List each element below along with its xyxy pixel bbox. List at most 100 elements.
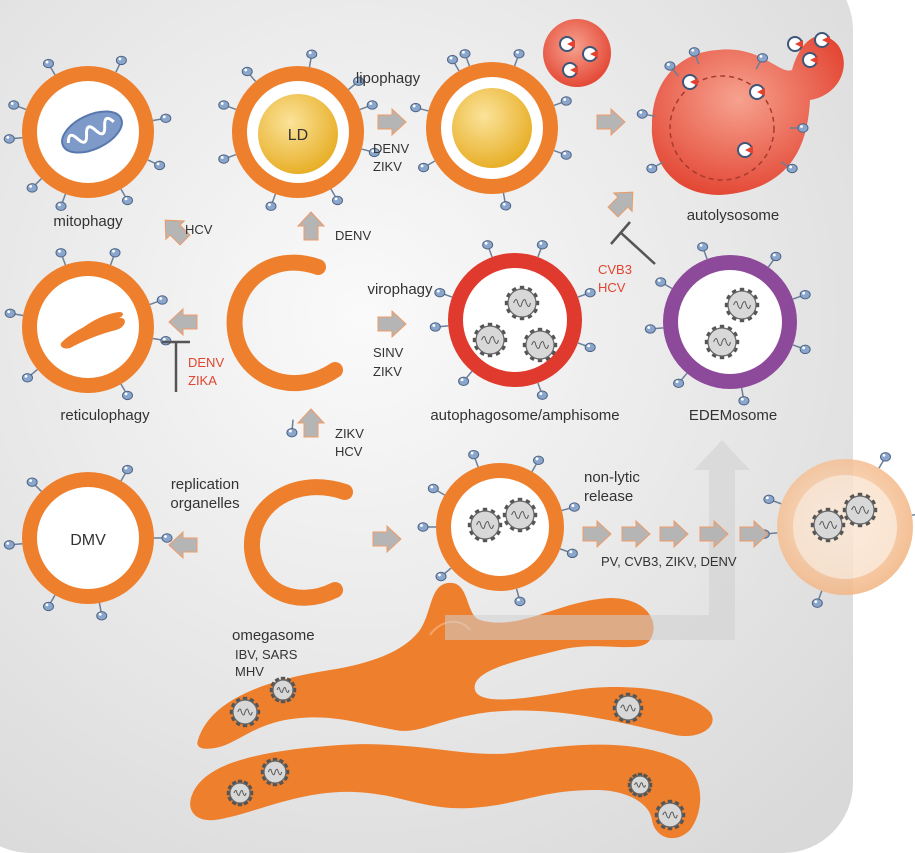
inhibition-reticulophagy: [162, 340, 190, 392]
lipid-droplet: [258, 94, 338, 174]
label-nonlytic-1: non-lytic: [584, 469, 640, 486]
amphisome: [448, 253, 582, 387]
receptor-icon: [43, 594, 56, 612]
receptor-icon: [265, 193, 277, 211]
receptor-icon: [8, 100, 27, 111]
label-autolysosome: autolysosome: [687, 207, 780, 224]
virus-particle-icon: [842, 492, 878, 528]
hydrolase-icon: [802, 52, 818, 68]
virus-virophagy-up: DENV: [335, 228, 371, 243]
receptor-icon: [664, 61, 679, 77]
receptor-icon: [500, 192, 512, 211]
virus-lipophagy-1: DENV: [373, 141, 409, 156]
label-edemosome: EDEMosome: [689, 407, 777, 424]
receptor-icon: [427, 483, 445, 496]
label-replication-2: organelles: [170, 495, 239, 512]
receptor-icon: [513, 49, 525, 67]
mitophagy-vesicle: [22, 66, 154, 198]
label-virophagy: virophagy: [367, 281, 433, 298]
receptor-icon: [152, 113, 172, 123]
virus-particle-icon: [269, 676, 297, 704]
reticulophagy-vesicle: [22, 261, 154, 393]
receptor-icon: [755, 53, 768, 70]
receptor-icon: [429, 322, 449, 332]
virus-particles: [226, 285, 878, 831]
receptor-icon: [218, 100, 237, 111]
receptor-icon: [26, 477, 42, 492]
receptor-icon: [447, 54, 460, 72]
receptor-icon: [4, 308, 24, 318]
receptor-icon: [792, 289, 811, 300]
receptor-icon: [688, 47, 700, 65]
receptor-icon: [644, 324, 664, 334]
hydrolase-icon: [749, 84, 765, 100]
receptor-icon: [514, 588, 526, 607]
receptor-icon: [410, 102, 429, 113]
receptor-icon: [636, 109, 656, 119]
receptor-icon: [767, 251, 782, 268]
virus-virophagy-2: ZIKV: [373, 364, 402, 379]
virus-particle-icon: [504, 285, 540, 321]
process-arrow: [168, 307, 198, 337]
receptor-icon: [738, 387, 750, 406]
receptors: [3, 47, 915, 621]
virus-particle-icon: [226, 779, 254, 807]
process-arrow: [168, 530, 198, 560]
hydrolase-icon: [787, 36, 803, 52]
receptor-icon: [646, 161, 664, 174]
hydrolase-icon: [582, 46, 598, 62]
virus-particle-icon: [654, 799, 686, 831]
receptor-icon: [55, 248, 67, 266]
virus-particle-icon: [472, 322, 508, 358]
receptor-icon: [531, 455, 544, 472]
process-arrow: [377, 107, 407, 137]
mitochondrion-icon: [61, 110, 123, 154]
label-autophagosome: autophagosome/amphisome: [430, 407, 619, 424]
receptor-icon: [536, 382, 548, 400]
label-lipophagy: lipophagy: [356, 70, 421, 87]
virus-particle-icon: [229, 696, 261, 728]
process-arrow: [699, 519, 729, 549]
receptor-icon: [878, 452, 891, 469]
edemosome-pathway-arrow: [445, 440, 750, 640]
process-arrow: [296, 211, 326, 241]
receptor-icon: [458, 370, 473, 386]
autolysosome: [651, 35, 844, 195]
receptor-icon: [147, 159, 166, 171]
receptor-icon: [790, 123, 809, 133]
virus-particle-icon: [502, 497, 538, 533]
receptor-icon: [792, 344, 811, 355]
label-replication-1: replication: [171, 476, 239, 493]
receptor-icon: [55, 193, 67, 211]
process-arrows: [164, 107, 769, 560]
receptor-icon: [468, 449, 480, 468]
process-arrow: [739, 519, 769, 549]
receptor-icon: [359, 100, 378, 111]
hydrolase-icon: [562, 62, 578, 78]
receptor-icon: [26, 178, 42, 193]
virus-particle-icon: [260, 757, 290, 787]
receptor-icon: [697, 242, 709, 260]
receptor-icon: [673, 372, 688, 388]
receptor-icon: [911, 513, 915, 516]
virus-mitophagy: HCV: [185, 222, 213, 237]
receptor-icon: [561, 502, 580, 512]
receptor-icon: [241, 66, 257, 82]
receptor-icon: [577, 342, 596, 353]
er-sheet-lower: [190, 744, 701, 839]
lipid-droplet-vesicle: LD: [232, 66, 364, 198]
dmv-vesicle: DMV: [22, 472, 154, 604]
receptor-icon: [361, 147, 380, 158]
receptor-icon: [154, 533, 173, 543]
receptor-icon: [435, 567, 452, 582]
receptor-icon: [811, 590, 823, 608]
virus-omegasome-1: IBV, SARS: [235, 647, 298, 662]
virus-up-1: ZIKV: [335, 426, 364, 441]
virus-particle-icon: [724, 287, 760, 323]
receptor-icon: [559, 548, 578, 559]
process-arrow: [607, 191, 634, 218]
virus-fusion-block-2: HCV: [598, 280, 626, 295]
receptor-icon: [459, 49, 471, 67]
receptor-icon: [553, 96, 572, 107]
